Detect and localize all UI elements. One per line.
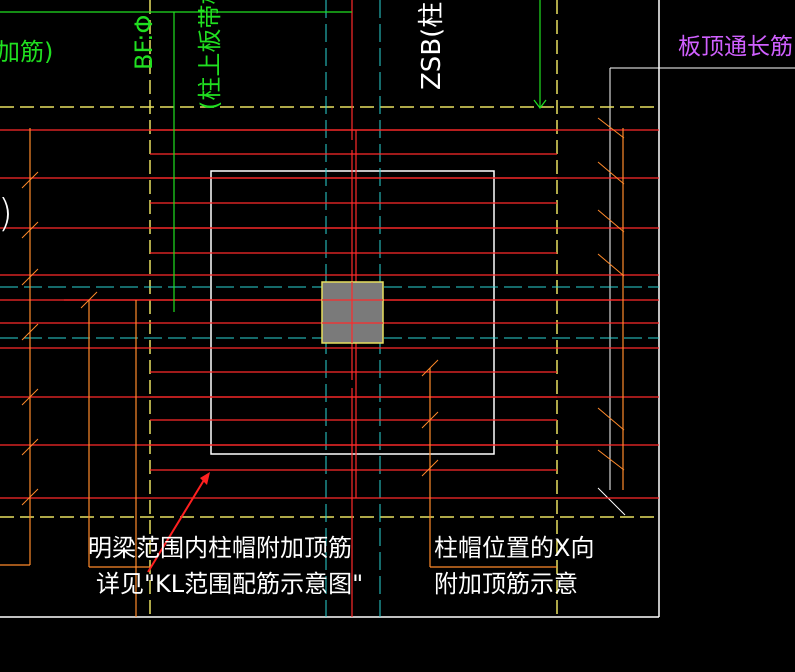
tick-marks [21,117,625,506]
full-width-top-bars [0,129,659,499]
label-bf: BF:Φ [130,15,158,70]
label-slab-top: 板顶通长筋:Φ [678,34,795,60]
label-top-left: 加筋) [0,38,53,66]
green-leaders [0,0,547,312]
note-right-line2: 附加顶筋示意 [434,570,578,598]
label-left-paren: ) [0,191,13,235]
note-arrow [147,472,210,573]
note-left-line1: 明梁范围内柱帽附加顶筋 [88,534,352,562]
strip-boundaries [0,0,659,617]
leader-tick [597,487,626,516]
note-left-line2: 详见"KL范围配筋示意图" [96,570,363,598]
label-zsb: ZSB(柱 [417,2,447,90]
label-column-band: (柱上板带板 [196,0,224,110]
note-right-line1: 柱帽位置的X向 [434,534,594,562]
green-arrow-tick [533,99,547,109]
